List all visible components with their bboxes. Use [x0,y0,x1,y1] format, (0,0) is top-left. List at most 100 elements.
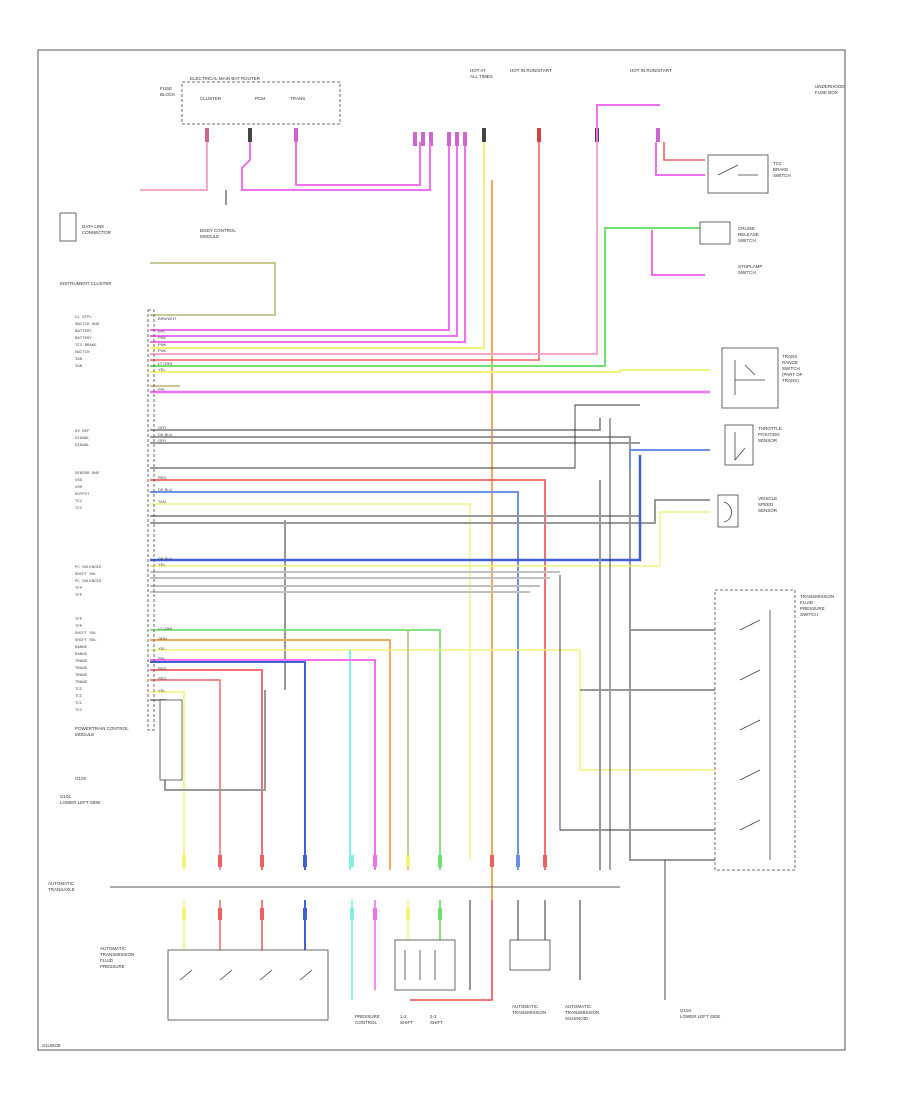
svg-text:SENSOR: SENSOR [758,438,778,443]
trans-range-switch: TRANS RANGE SWITCH (PART OF TRANS) [721,347,803,409]
wire-tan-mid [150,503,471,860]
svg-text:SIGNAL: SIGNAL [75,437,90,441]
svg-text:TCC BRAKE: TCC BRAKE [75,344,97,348]
svg-text:RELEASE: RELEASE [738,232,759,237]
wire-red-lower-2 [150,679,221,870]
svg-text:TFP: TFP [75,618,83,622]
vehicle-speed-sensor: VEHICLE SPEED SENSOR [717,494,778,528]
wire-pink-center [596,104,660,142]
svg-text:FUSE BOX: FUSE BOX [815,90,838,95]
svg-text:PNK: PNK [158,342,167,347]
svg-text:OUTPUT: OUTPUT [75,493,90,497]
svg-text:FLUID: FLUID [800,600,814,605]
wire-color-labels: BRN/WHT PPL PNK PNK PNK LT GRN YEL PPL G… [158,316,177,693]
svg-text:AUTOMATIC: AUTOMATIC [100,946,127,951]
svg-text:GRY: GRY [158,438,167,443]
svg-text:SWITCH: SWITCH [782,366,800,371]
wire-blue-mid [150,491,519,870]
wire-red-lower [150,669,263,870]
svg-text:IGN: IGN [75,365,83,369]
wire-dark-blue-lower [150,661,306,870]
svg-text:FLUID: FLUID [100,958,114,963]
bottom-components: AUTOMATIC TRANSMISSION FLUID PRESSURE PR… [100,939,720,1025]
wire-yellow-lower [150,649,715,771]
connector-tags-bottom [182,855,547,920]
svg-text:CRUISE: CRUISE [738,226,755,231]
svg-text:TCC: TCC [773,161,783,166]
svg-text:YEL: YEL [158,562,166,567]
svg-text:TRANS: TRANS [75,667,88,671]
svg-text:TAN: TAN [158,499,166,504]
svg-text:BRN/WHT: BRN/WHT [158,316,177,321]
svg-text:LOWER LEFT SIDE: LOWER LEFT SIDE [680,1014,720,1019]
svg-text:SHIFT: SHIFT [400,1020,413,1025]
diagram-frame [37,49,846,1051]
bulkhead-label: AUTOMATIC TRANSAXLE [48,881,75,892]
svg-text:SWITCH GND: SWITCH GND [75,323,100,327]
svg-text:RED: RED [158,475,167,480]
wire-magenta-lower [150,659,376,870]
svg-text:PPL: PPL [158,329,166,334]
svg-text:TRANS): TRANS) [782,378,799,383]
svg-text:POSITION: POSITION [758,432,780,437]
svg-text:MODULE: MODULE [75,732,94,737]
fuse-block-top: FUSE BLOCK ELECTRICAL MAIN BAT ROUTER CL… [160,76,341,125]
svg-text:TRANSMISSION: TRANSMISSION [512,1010,546,1015]
svg-text:TFP: TFP [75,594,83,598]
svg-text:SWITCH: SWITCH [75,351,90,355]
wire-pink-center-down [150,142,598,355]
svg-text:VEHICLE: VEHICLE [758,496,777,501]
svg-text:BATTERY: BATTERY [75,330,92,334]
svg-text:RED: RED [158,666,167,671]
svg-text:G103: G103 [75,776,87,781]
svg-text:PPL: PPL [158,387,166,392]
svg-text:2-3: 2-3 [430,1014,437,1019]
svg-text:INSTRUMENT CLUSTER: INSTRUMENT CLUSTER [60,281,112,286]
wire-magenta-bus [295,142,421,186]
svg-text:RANGE: RANGE [75,653,88,657]
svg-text:TCC: TCC [75,695,83,699]
tcc-brake-switch: TCC BRAKE SWITCH [707,154,791,194]
svg-text:HOT AT: HOT AT [470,68,486,73]
svg-text:SHIFT: SHIFT [430,1020,443,1025]
svg-text:CONTROL: CONTROL [355,1020,377,1025]
svg-text:VSS: VSS [75,486,83,490]
svg-text:VSS: VSS [75,479,83,483]
svg-text:DK BLU: DK BLU [158,432,173,437]
svg-text:TCC: TCC [75,500,83,504]
wire-magenta-bus-2 [241,142,431,191]
wire-green [150,227,700,367]
wire-mag-right-3 [150,146,466,343]
svg-text:DK BLU: DK BLU [158,556,173,561]
wire-pink-fuse [140,142,208,191]
svg-text:SHIFT SOL: SHIFT SOL [75,573,97,577]
svg-text:TRANS: TRANS [75,660,88,664]
svg-text:TFP: TFP [75,587,83,591]
svg-text:ALL TIMES: ALL TIMES [470,74,493,79]
svg-text:TCC: TCC [75,702,83,706]
svg-text:PNK: PNK [158,335,167,340]
pcm-connector-labels: CL STPL SWITCH GND BATTERY BATTERY TCC B… [75,316,102,713]
wire-red-mid [150,479,546,870]
wire-yellow-lower-2 [150,691,185,870]
svg-text:SOLENOID: SOLENOID [565,1016,589,1021]
wire-black-tan [150,404,640,469]
svg-text:TRANSMISSION: TRANSMISSION [800,594,834,599]
svg-text:PNK: PNK [158,348,167,353]
svg-text:AUTOMATIC: AUTOMATIC [48,881,75,886]
svg-text:SWITCH: SWITCH [738,238,756,243]
wire-dark-blue [150,455,642,562]
svg-text:HOT IN RUN/START: HOT IN RUN/START [510,68,552,73]
throttle-position-sensor: THROTTLE POSITION SENSOR [724,424,782,466]
svg-text:PC SOLENOID: PC SOLENOID [75,566,102,570]
svg-text:TFP: TFP [75,625,83,629]
connector-pins-top [205,128,660,146]
svg-text:PRESSURE: PRESSURE [800,606,825,611]
svg-text:TRANS: TRANS [782,354,797,359]
wire-yellow-2 [150,511,710,567]
wire-blue-right [629,449,710,468]
svg-text:CLUSTER: CLUSTER [200,96,222,101]
svg-text:1-2: 1-2 [400,1014,407,1019]
hot-at-all-times-label: HOT AT ALL TIMES HOT IN RUN/START HOT IN… [470,68,845,95]
svg-text:PCM: PCM [255,96,265,101]
